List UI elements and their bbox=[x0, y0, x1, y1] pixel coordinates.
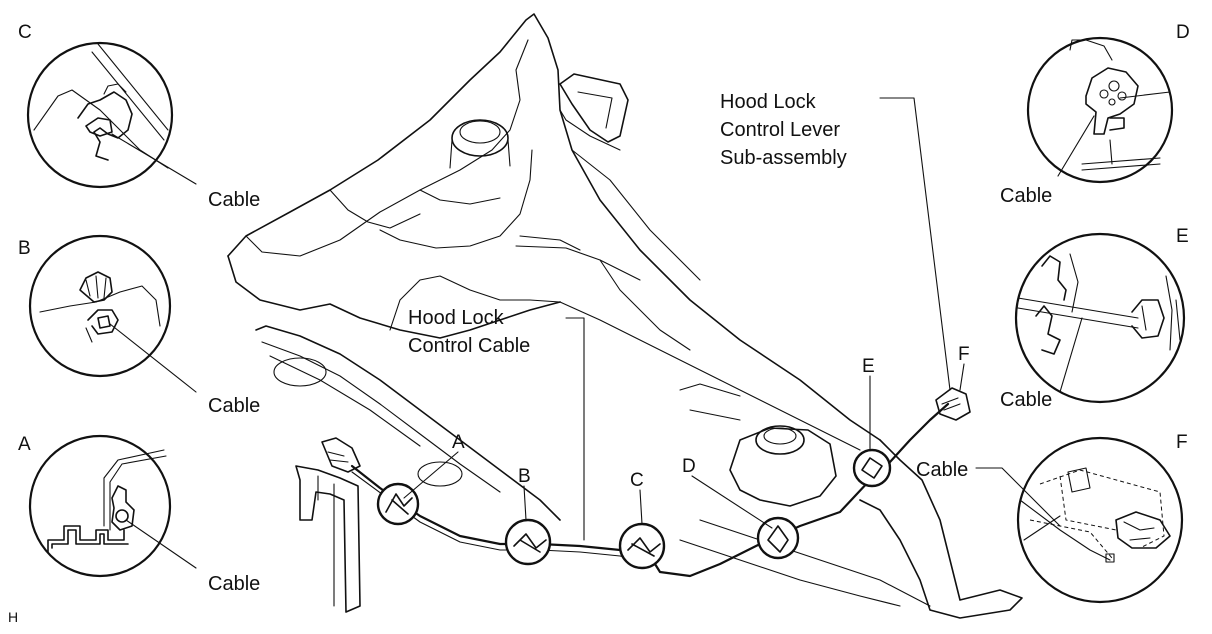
lever-label-line1: Hood Lock bbox=[720, 91, 817, 113]
detail-letter-d: D bbox=[1176, 22, 1190, 43]
clamp-marker-e bbox=[852, 448, 892, 488]
detail-letter-e: E bbox=[1176, 226, 1189, 247]
clamp-marker-a bbox=[376, 482, 420, 526]
detail-callout-c: C Cable bbox=[18, 22, 260, 211]
detail-b-cable-label: Cable bbox=[208, 395, 260, 417]
lever-label-line3: Sub-assembly bbox=[720, 147, 847, 169]
cable-label-line1: Hood Lock bbox=[408, 307, 505, 329]
marker-label-c: C bbox=[630, 470, 644, 491]
detail-letter-c: C bbox=[18, 22, 32, 43]
detail-e-cable-label: Cable bbox=[1000, 389, 1052, 411]
engine-compartment-body bbox=[227, 13, 1023, 619]
hood-lock-control-lever bbox=[935, 387, 971, 421]
clamp-marker-d bbox=[756, 516, 800, 560]
detail-callout-b: B Cable bbox=[18, 234, 260, 417]
marker-label-a: A bbox=[452, 432, 465, 453]
marker-leaders bbox=[403, 97, 965, 541]
detail-letter-a: A bbox=[18, 434, 31, 455]
lever-label-line2: Control Lever bbox=[720, 119, 840, 141]
marker-label-f: F bbox=[958, 344, 970, 365]
detail-f-cable-label: Cable bbox=[916, 459, 968, 481]
marker-label-b: B bbox=[518, 466, 531, 487]
detail-a-cable-label: Cable bbox=[208, 573, 260, 595]
detail-letter-f: F bbox=[1176, 432, 1188, 453]
detail-d-cable-label: Cable bbox=[1000, 185, 1052, 207]
marker-label-d: D bbox=[682, 456, 696, 477]
detail-letter-b: B bbox=[18, 238, 31, 259]
clamp-marker-b bbox=[504, 518, 552, 566]
figure-id: H bbox=[8, 609, 18, 625]
detail-callout-e: E Cable bbox=[1000, 226, 1189, 411]
detail-c-cable-label: Cable bbox=[208, 189, 260, 211]
detail-callout-d: D Cable bbox=[1000, 22, 1190, 207]
detail-callout-a: A Cable bbox=[18, 434, 260, 595]
marker-label-e: E bbox=[862, 356, 875, 377]
clamp-marker-c bbox=[618, 522, 666, 570]
cable-label-line2: Control Cable bbox=[408, 335, 530, 357]
detail-callout-f: F Cable bbox=[916, 432, 1188, 604]
